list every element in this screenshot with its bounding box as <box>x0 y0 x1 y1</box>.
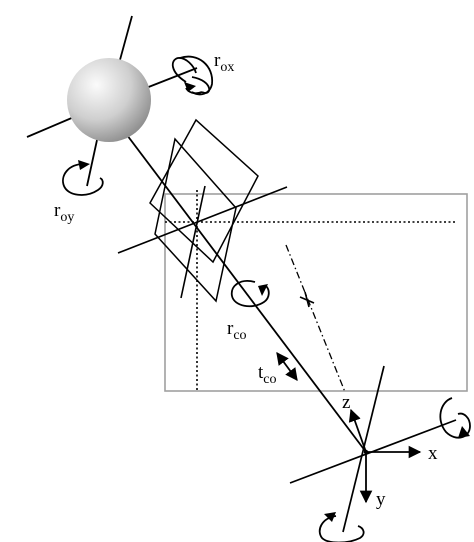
plane-axis-2 <box>180 185 206 299</box>
camera-right-arrow-head <box>458 426 470 438</box>
label-axis-x: x <box>428 443 438 464</box>
cross-marker <box>299 291 315 308</box>
image-frame <box>164 193 468 392</box>
label-r-oy: roy <box>54 200 74 225</box>
dash-dot-line <box>285 244 346 393</box>
tco-translation-arrow <box>276 351 298 382</box>
image-plane-group <box>117 118 288 303</box>
rco-rotation-loop <box>230 280 270 308</box>
sphere-group <box>26 15 198 187</box>
plane-axis-1 <box>117 186 288 254</box>
camera-cross-axis <box>342 365 385 533</box>
label-axis-z: z <box>342 392 350 413</box>
main-axis-line <box>126 134 367 453</box>
roy-arrow-head <box>78 160 90 170</box>
label-axis-y: y <box>376 489 386 510</box>
sphere-axis-down <box>86 139 98 187</box>
label-r-co: rco <box>227 318 247 343</box>
rco-arrow-head <box>258 284 268 296</box>
roy-rotation-loop <box>62 163 104 196</box>
rox-rotation-loop <box>179 55 213 96</box>
label-r-ox: rox <box>214 50 234 75</box>
image-plane-1 <box>149 118 259 264</box>
sphere <box>67 58 151 142</box>
sphere-axis-right <box>145 67 198 89</box>
camera-frame-group <box>289 365 457 533</box>
label-t-co: tco <box>258 362 277 387</box>
sphere-axis-left <box>26 116 75 138</box>
image-plane-2 <box>154 137 237 303</box>
rox-arrow-head <box>184 82 196 92</box>
camera-bottom-rotation-loop <box>318 515 365 542</box>
z-axis-arrow <box>348 408 367 453</box>
camera-origin <box>363 449 369 455</box>
camera-bottom-arrow-head <box>324 512 336 522</box>
rox-rotation-arrow <box>171 57 210 94</box>
